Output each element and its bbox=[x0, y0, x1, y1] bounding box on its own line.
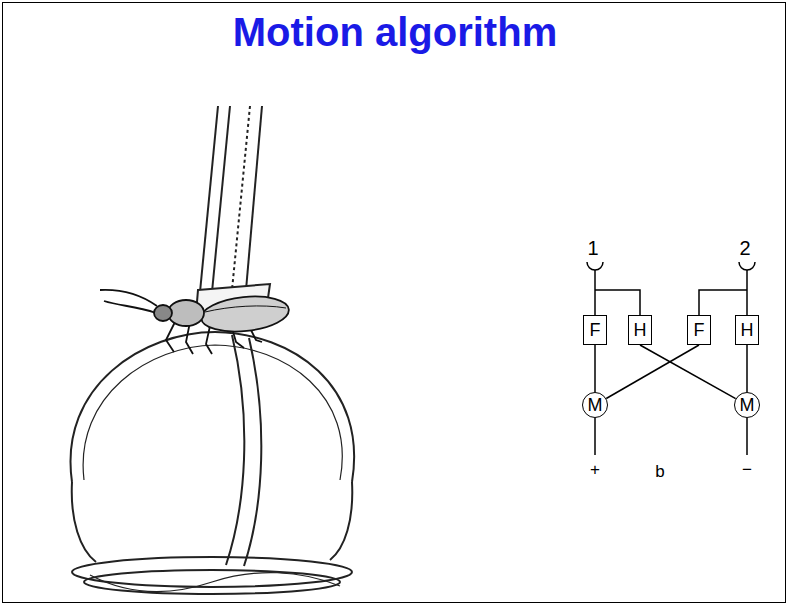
node-label: M bbox=[588, 396, 603, 414]
polarity-sign: + bbox=[590, 461, 600, 478]
node-label: M bbox=[740, 396, 755, 414]
connector bbox=[606, 345, 699, 399]
beetle-head bbox=[154, 305, 172, 321]
receptor-number: 2 bbox=[739, 238, 750, 258]
panel-letter: b bbox=[655, 463, 664, 480]
holder-line bbox=[246, 106, 262, 290]
leg bbox=[166, 320, 176, 352]
base-ring bbox=[84, 570, 340, 594]
globe-side bbox=[330, 482, 352, 560]
node-label: F bbox=[590, 321, 601, 339]
motor-circle: M bbox=[582, 392, 608, 418]
filter-box: F bbox=[583, 315, 607, 345]
node-label: F bbox=[694, 321, 705, 339]
wing-line bbox=[205, 306, 286, 312]
globe-band bbox=[226, 335, 244, 565]
leg bbox=[206, 326, 212, 354]
filter-box: H bbox=[628, 315, 652, 345]
polarity-sign: − bbox=[742, 461, 752, 478]
antenna bbox=[100, 290, 157, 306]
globe-band bbox=[244, 338, 261, 566]
filter-box: H bbox=[735, 315, 759, 345]
connector bbox=[594, 345, 596, 392]
beetle bbox=[100, 290, 291, 354]
holder-line bbox=[212, 106, 230, 292]
wire bbox=[594, 270, 596, 315]
wire bbox=[746, 270, 748, 315]
node-label: H bbox=[741, 321, 754, 339]
holder bbox=[196, 106, 270, 314]
beetle-thorax bbox=[168, 300, 204, 326]
receptor-symbol bbox=[587, 262, 603, 270]
filter-box: F bbox=[687, 315, 711, 345]
wire bbox=[699, 290, 747, 315]
beetle-body bbox=[199, 292, 290, 335]
connector bbox=[746, 345, 748, 392]
node-label: H bbox=[634, 321, 647, 339]
connector bbox=[640, 345, 736, 399]
maze-globe bbox=[71, 332, 355, 594]
wire bbox=[746, 418, 748, 455]
globe-outline bbox=[71, 332, 355, 482]
wire bbox=[595, 290, 640, 315]
receptor-number: 1 bbox=[587, 238, 598, 258]
globe-side bbox=[72, 482, 96, 562]
holder-line bbox=[232, 106, 250, 290]
globe-band bbox=[83, 345, 342, 480]
base-band bbox=[90, 573, 340, 592]
wire bbox=[594, 418, 596, 455]
circuit-wires bbox=[587, 262, 755, 455]
motor-circle: M bbox=[734, 392, 760, 418]
antenna bbox=[104, 301, 156, 313]
slide-title: Motion algorithm bbox=[0, 10, 790, 55]
receptor-symbol bbox=[739, 262, 755, 270]
